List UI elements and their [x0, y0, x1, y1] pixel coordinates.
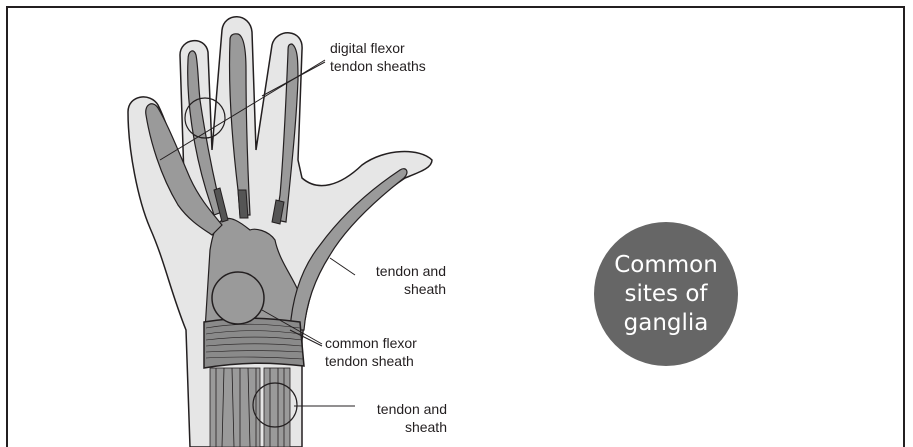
badge-line: ganglia	[624, 309, 709, 338]
label-digital-flexor-tendon-sheaths: digital flexor tendon sheaths	[330, 39, 426, 75]
forearm-tendons	[210, 368, 290, 447]
label-common-flexor-tendon-sheath: common flexor tendon sheath	[325, 334, 417, 370]
label-tendon-and-sheath-upper: tendon and sheath	[356, 262, 446, 298]
badge-line: Common	[614, 251, 718, 280]
label-tendon-and-sheath-lower: tendon and sheath	[357, 400, 447, 436]
badge-line: sites of	[624, 280, 707, 309]
common-sites-badge: Common sites of ganglia	[594, 222, 738, 366]
ganglion-circle-palm	[212, 272, 264, 324]
